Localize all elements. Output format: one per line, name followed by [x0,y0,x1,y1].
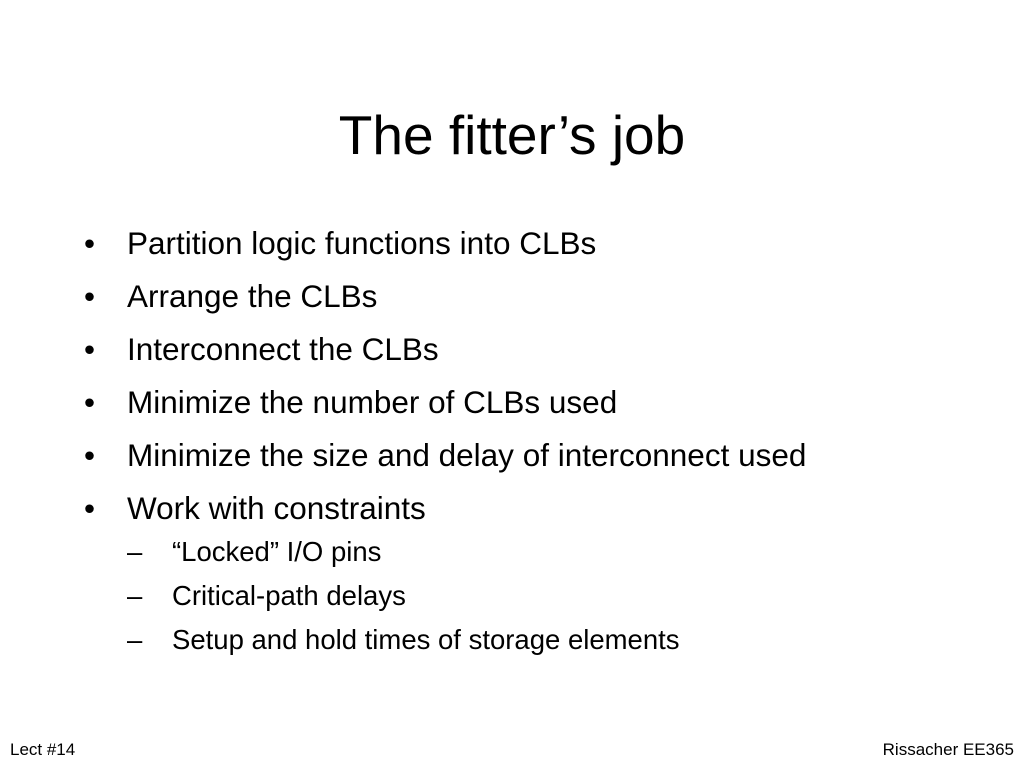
slide-title: The fitter’s job [338,104,686,166]
bullet-text: Work with constraints [127,490,426,526]
subbullet-item: – Setup and hold times of storage elemen… [127,623,914,656]
bullet-marker: • [84,331,96,367]
bullet-text: Partition logic functions into CLBs [127,225,597,261]
footer-lecture-number: Lect #14 [10,740,76,759]
bullet-marker: • [84,225,96,261]
bullet-item: • Minimize the size and delay of interco… [84,437,914,474]
bullet-text: Interconnect the CLBs [127,331,439,367]
bullet-item: • Minimize the number of CLBs used [84,384,914,421]
subbullet-marker: – [127,624,143,655]
subbullet-text: Critical-path delays [172,580,406,611]
subbullet-item: – “Locked” I/O pins [127,535,914,568]
bullet-item: • Work with constraints – “Locked” I/O p… [84,490,914,656]
bullet-item: • Interconnect the CLBs [84,331,914,368]
bullet-marker: • [84,384,96,420]
bullet-text: Arrange the CLBs [127,278,378,314]
subbullet-text: “Locked” I/O pins [172,536,382,567]
bullet-marker: • [84,437,96,473]
footer-course: Rissacher EE365 [882,740,1014,759]
subbullet-item: – Critical-path delays [127,579,914,612]
bullet-list: • Partition logic functions into CLBs • … [84,225,914,672]
subbullet-marker: – [127,580,143,611]
subbullet-text: Setup and hold times of storage elements [172,624,680,655]
bullet-item: • Arrange the CLBs [84,278,914,315]
subbullet-marker: – [127,536,143,567]
bullet-marker: • [84,490,96,526]
bullet-item: • Partition logic functions into CLBs [84,225,914,262]
bullet-marker: • [84,278,96,314]
subbullet-list: – “Locked” I/O pins – Critical-path dela… [127,535,914,656]
bullet-text: Minimize the size and delay of interconn… [127,437,807,473]
bullet-text: Minimize the number of CLBs used [127,384,618,420]
